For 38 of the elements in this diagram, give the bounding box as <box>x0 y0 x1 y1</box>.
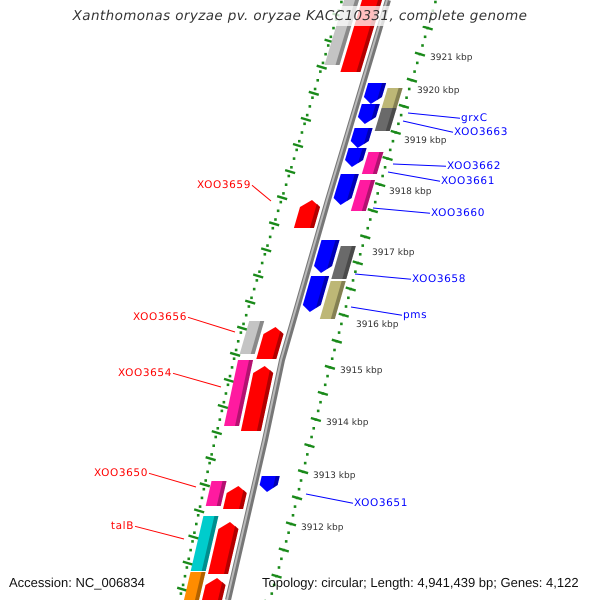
scale-label: 3919 kbp <box>404 137 446 146</box>
gene-label: talB <box>110 521 134 532</box>
gene-label: XOO3659 <box>197 180 251 190</box>
gene-label: XOO3663 <box>454 127 508 138</box>
leader-line <box>402 120 454 133</box>
scale-label: 3912 kbp <box>301 524 344 533</box>
leader-line <box>408 112 460 119</box>
leader-line <box>392 164 446 167</box>
leader-line <box>172 372 222 388</box>
gene-label: XOO3660 <box>431 208 485 218</box>
scale-label: 3915 kbp <box>340 367 382 376</box>
leader-line <box>350 306 402 316</box>
gene-label: XOO3658 <box>412 274 466 284</box>
gene-label: XOO3650 <box>94 468 148 478</box>
leader-line <box>388 172 440 182</box>
scale-label: 3917 kbp <box>372 249 414 258</box>
leader-line <box>252 184 272 202</box>
gene-label: XOO3654 <box>118 368 172 378</box>
leader-line <box>148 472 196 488</box>
gene-label: grxC <box>461 113 488 124</box>
leader-line <box>188 316 236 332</box>
scale-label: 3918 kbp <box>389 188 432 197</box>
gene-label: pms <box>403 310 428 320</box>
scale-label: 3921 kbp <box>430 54 472 63</box>
gene-label: XOO3662 <box>447 161 501 172</box>
leader-line <box>354 274 412 280</box>
scale-label: 3920 kbp <box>417 87 460 96</box>
leader-line <box>306 494 354 504</box>
footer-text: Accession: NC_006834 <box>9 576 145 589</box>
footer-text: Topology: circular; Length: 4,941,439 bp; Genes: 4,122 <box>262 576 579 589</box>
leader-line <box>134 526 184 540</box>
scale-label: 3914 kbp <box>326 419 368 428</box>
gene-label: XOO3661 <box>441 176 495 186</box>
gene-label: XOO3651 <box>354 498 408 508</box>
scale-label: 3913 kbp <box>313 472 356 481</box>
scale-label: 3916 kbp <box>356 321 398 330</box>
leader-line <box>372 208 430 214</box>
gene-label: XOO3656 <box>133 312 187 322</box>
